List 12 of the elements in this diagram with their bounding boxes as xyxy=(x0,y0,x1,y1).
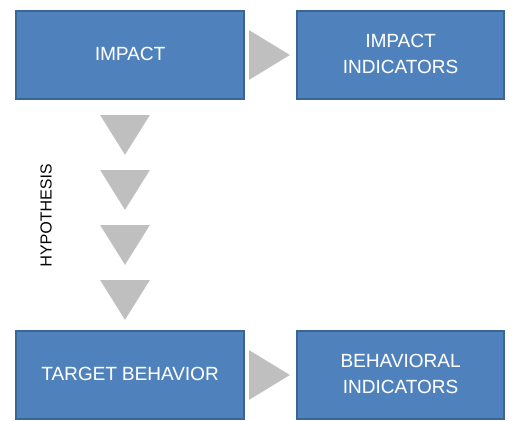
box-label: IMPACT xyxy=(94,43,166,68)
arrow xyxy=(249,30,290,80)
process-box xyxy=(15,330,245,420)
process-box xyxy=(15,10,245,100)
box-label: BEHAVIORAL INDICATORS xyxy=(339,350,462,400)
arrow xyxy=(100,115,150,320)
arrow xyxy=(249,350,290,400)
box-label: IMPACT INDICATORS xyxy=(342,30,460,80)
edge-label: HYPOTHESIS xyxy=(38,163,57,267)
process-box xyxy=(296,10,505,100)
process-box xyxy=(296,330,505,420)
box-label: TARGET BEHAVIOR xyxy=(41,363,219,388)
